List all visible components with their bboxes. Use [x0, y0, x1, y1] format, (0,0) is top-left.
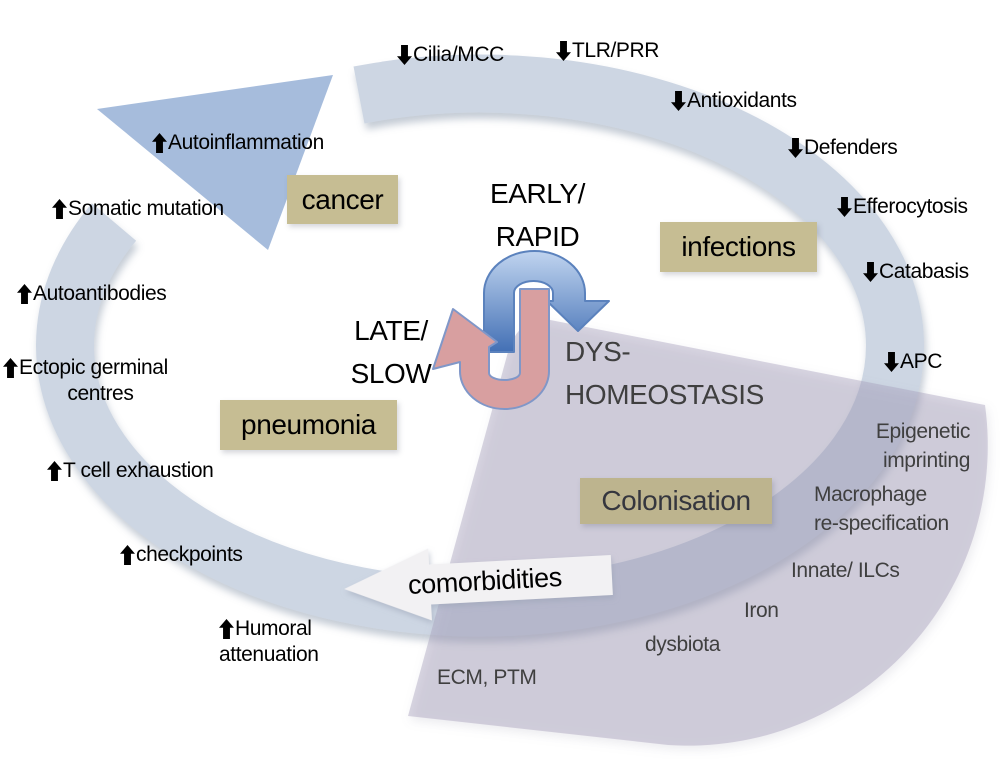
label-ectopic-germinal-centres: Ectopic germinal centres [3, 355, 168, 407]
label-text: Ectopic germinal [19, 356, 168, 379]
up-arrow-icon [219, 619, 234, 639]
infections-box: infections [660, 222, 817, 272]
dyshomeostasis-label: DYS- HOMEOSTASIS [565, 330, 805, 416]
label-text: Efferocytosis [853, 195, 968, 218]
up-arrow-icon [120, 545, 135, 565]
cancer-box-label: cancer [301, 183, 384, 215]
note-line: Macrophage [814, 483, 927, 506]
label-efferocytosis: Efferocytosis [837, 194, 968, 220]
up-arrow-icon [3, 358, 18, 378]
dys-line1: DYS- [565, 336, 631, 367]
down-arrow-icon [884, 352, 899, 372]
cancer-box: cancer [287, 175, 398, 224]
label-defenders: Defenders [788, 135, 898, 161]
colonisation-wedge [408, 318, 988, 746]
early-rapid-label: EARLY/ RAPID [465, 172, 610, 258]
label-text-line2: attenuation [219, 643, 319, 666]
down-arrow-icon [671, 91, 686, 111]
up-arrow-icon [152, 133, 167, 153]
early-line1: EARLY/ [489, 178, 586, 209]
note-innate-ilcs: Innate/ ILCs [791, 559, 900, 582]
note-dysbiota: dysbiota [645, 633, 721, 656]
late-line1: LATE/ [354, 315, 428, 346]
early-rapid-arrow [483, 250, 610, 353]
label-text: Defenders [804, 136, 898, 159]
label-antioxidants: Antioxidants [671, 88, 797, 114]
note-macrophage-respecification: Macrophage re-specification [814, 480, 949, 538]
late-slow-label: LATE/ SLOW [335, 309, 447, 395]
label-text: Humoral [235, 617, 312, 640]
down-arrow-icon [837, 197, 852, 217]
label-tlr-prr: TLR/PRR [556, 38, 659, 64]
label-autoinflammation: Autoinflammation [152, 130, 324, 156]
note-line: Epigenetic [875, 420, 970, 443]
note-iron: Iron [744, 599, 779, 622]
infections-box-label: infections [681, 231, 796, 262]
label-text: checkpoints [136, 543, 243, 566]
note-line: re-specification [814, 512, 949, 535]
label-catabasis: Catabasis [863, 259, 969, 285]
up-arrow-icon [52, 199, 67, 219]
down-arrow-icon [788, 138, 803, 158]
up-arrow-icon [47, 461, 62, 481]
pneumonia-box-label: pneumonia [241, 409, 376, 440]
label-humoral-attenuation: Humoral attenuation [219, 616, 319, 668]
label-text: Antioxidants [687, 89, 797, 112]
label-text: T cell exhaustion [63, 459, 214, 482]
down-arrow-icon [863, 262, 878, 282]
label-text: Autoantibodies [33, 282, 167, 305]
colonisation-box: Colonisation [580, 478, 772, 524]
note-epigenetic-imprinting: Epigenetic imprinting [820, 417, 970, 475]
label-checkpoints: checkpoints [120, 542, 243, 568]
note-line: imprinting [882, 449, 970, 472]
pneumonia-box: pneumonia [220, 400, 397, 450]
cycle-band-arrowhead-icon [97, 75, 333, 250]
note-ecm-ptm: ECM, PTM [437, 666, 537, 689]
label-text: APC [900, 350, 942, 373]
dys-line2: HOMEOSTASIS [565, 379, 764, 410]
early-line2: RAPID [495, 221, 580, 252]
label-text: TLR/PRR [572, 39, 660, 62]
label-somatic-mutation: Somatic mutation [52, 196, 224, 222]
label-autoantibodies: Autoantibodies [17, 281, 167, 307]
down-arrow-icon [556, 41, 571, 61]
label-text: Somatic mutation [68, 197, 224, 220]
comorbidities-arrow [344, 548, 613, 621]
late-line2: SLOW [350, 358, 432, 389]
label-cilia-mcc: Cilia/MCC [397, 42, 504, 68]
label-t-cell-exhaustion: T cell exhaustion [47, 458, 214, 484]
label-text: Catabasis [879, 260, 969, 283]
label-text-line2: centres [67, 382, 134, 405]
label-apc: APC [884, 349, 942, 375]
up-arrow-icon [17, 284, 32, 304]
label-text: Autoinflammation [168, 131, 324, 154]
label-text: Cilia/MCC [413, 43, 504, 66]
down-arrow-icon [397, 45, 412, 65]
colonisation-box-label: Colonisation [601, 485, 751, 516]
late-slow-arrow [432, 288, 550, 410]
